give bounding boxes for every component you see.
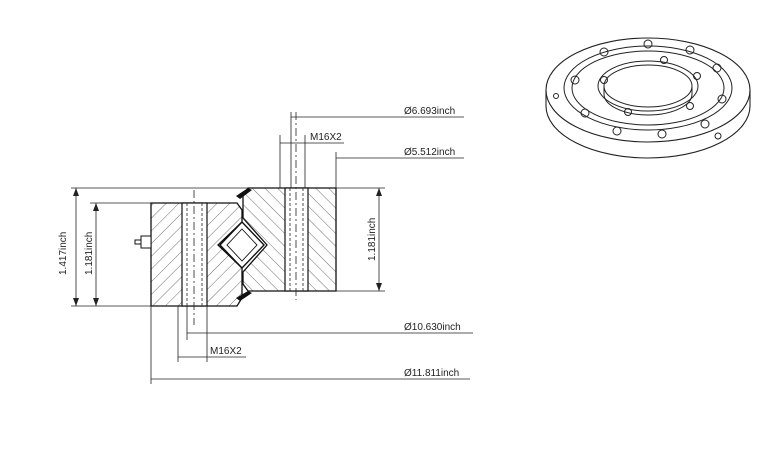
label-inner-ring-height: 1.181inch (367, 218, 378, 261)
inner-bolt-hole (284, 187, 309, 292)
outer-bolt-hole (181, 202, 208, 307)
grease-nipple-icon (134, 235, 152, 249)
label-outer-diameter: Ø11.811inch (404, 368, 459, 379)
label-bolt-circle-inner: Ø6.693inch (404, 106, 455, 117)
dimension-labels: Ø6.693inch M16X2 Ø5.512inch 1.417inch 1.… (58, 106, 461, 379)
cross-section (134, 112, 337, 325)
dimension-lines (71, 112, 473, 384)
label-inner-thread: M16X2 (310, 132, 342, 143)
label-outer-ring-height: 1.181inch (84, 232, 95, 275)
label-inner-diameter: Ø5.512inch (404, 147, 455, 158)
roller-element (219, 220, 265, 270)
seal-top (236, 188, 252, 199)
label-total-height: 1.417inch (58, 232, 69, 275)
seal-bottom (236, 291, 252, 301)
label-outer-thread: M16X2 (210, 346, 242, 357)
bearing-isometric-view (545, 37, 751, 159)
label-bolt-circle-outer: Ø10.630inch (404, 322, 461, 333)
